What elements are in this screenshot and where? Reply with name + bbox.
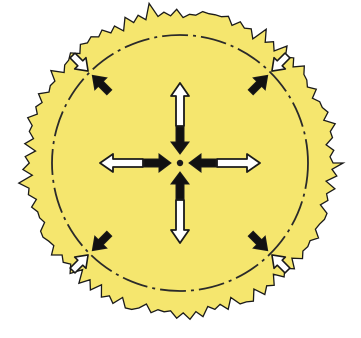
- center-point: [177, 160, 183, 166]
- center-dot: [177, 160, 183, 166]
